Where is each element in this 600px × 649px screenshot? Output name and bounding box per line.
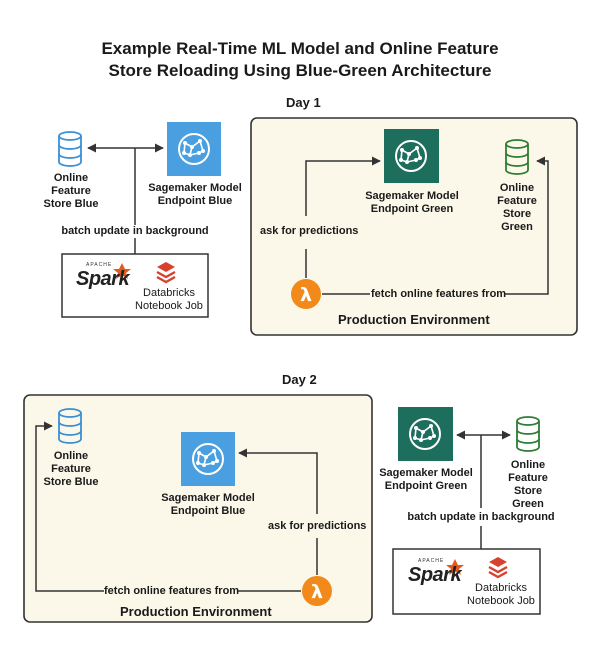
- day1-production-environment-label: Production Environment: [338, 312, 490, 327]
- day1-databricks-job-box: [61, 253, 209, 318]
- page-title-line-1: Example Real-Time ML Model and Online Fe…: [101, 39, 499, 58]
- day2-spark-star-icon: [446, 559, 464, 575]
- day2-ask-predictions-label: ask for predictions: [268, 520, 367, 533]
- day2-ask-predictions-arrow: [238, 448, 318, 575]
- day2-heading: Day 2: [282, 372, 317, 387]
- day1-databricks-icon: [156, 262, 176, 284]
- day2-databricks-icon: [488, 557, 508, 579]
- day1-fetch-features-arrow: [322, 156, 549, 295]
- day1-heading: Day 1: [286, 95, 321, 110]
- day1-batch-update-label: batch update in background: [57, 225, 213, 238]
- day2-batch-update-arrows: [456, 430, 511, 549]
- day1-sagemaker-endpoint-green-icon: [384, 129, 439, 183]
- day1-sagemaker-endpoint-blue-icon: [167, 122, 221, 176]
- day2-spark-logo-text: Spark: [408, 564, 462, 586]
- day2-lambda-icon: λ: [302, 576, 332, 606]
- day1-ask-predictions-label: ask for predictions: [260, 225, 359, 238]
- day1-online-feature-store-blue-icon: [58, 131, 82, 167]
- day1-lambda-icon: λ: [291, 279, 321, 309]
- day1-production-environment-box: [250, 117, 578, 336]
- day1-ask-predictions-arrow: [305, 156, 381, 278]
- page-title-line-2: Store Reloading Using Blue-Green Archite…: [108, 61, 492, 80]
- day2-fetch-features-arrow: [35, 421, 301, 592]
- day2-production-environment-box: [23, 394, 373, 623]
- day1-spark-star-icon: [113, 263, 131, 279]
- day1-fetch-features-label: fetch online features from: [371, 288, 507, 301]
- day2-databricks-job-box: [392, 548, 541, 615]
- day1-spark-logo-text: Spark: [76, 268, 130, 290]
- day1-apache-text: APACHE: [86, 262, 113, 268]
- day2-sagemaker-endpoint-blue-icon: [181, 432, 235, 486]
- svg-text:λ: λ: [300, 284, 312, 306]
- day2-batch-update-label: batch update in background: [404, 511, 558, 524]
- day2-production-environment-label: Production Environment: [120, 604, 272, 619]
- day2-fetch-features-label: fetch online features from: [104, 585, 240, 598]
- day2-sagemaker-endpoint-green-icon: [398, 407, 453, 461]
- day2-online-feature-store-green-icon: [516, 416, 540, 452]
- day2-apache-text: APACHE: [418, 558, 445, 564]
- svg-text:λ: λ: [311, 581, 323, 603]
